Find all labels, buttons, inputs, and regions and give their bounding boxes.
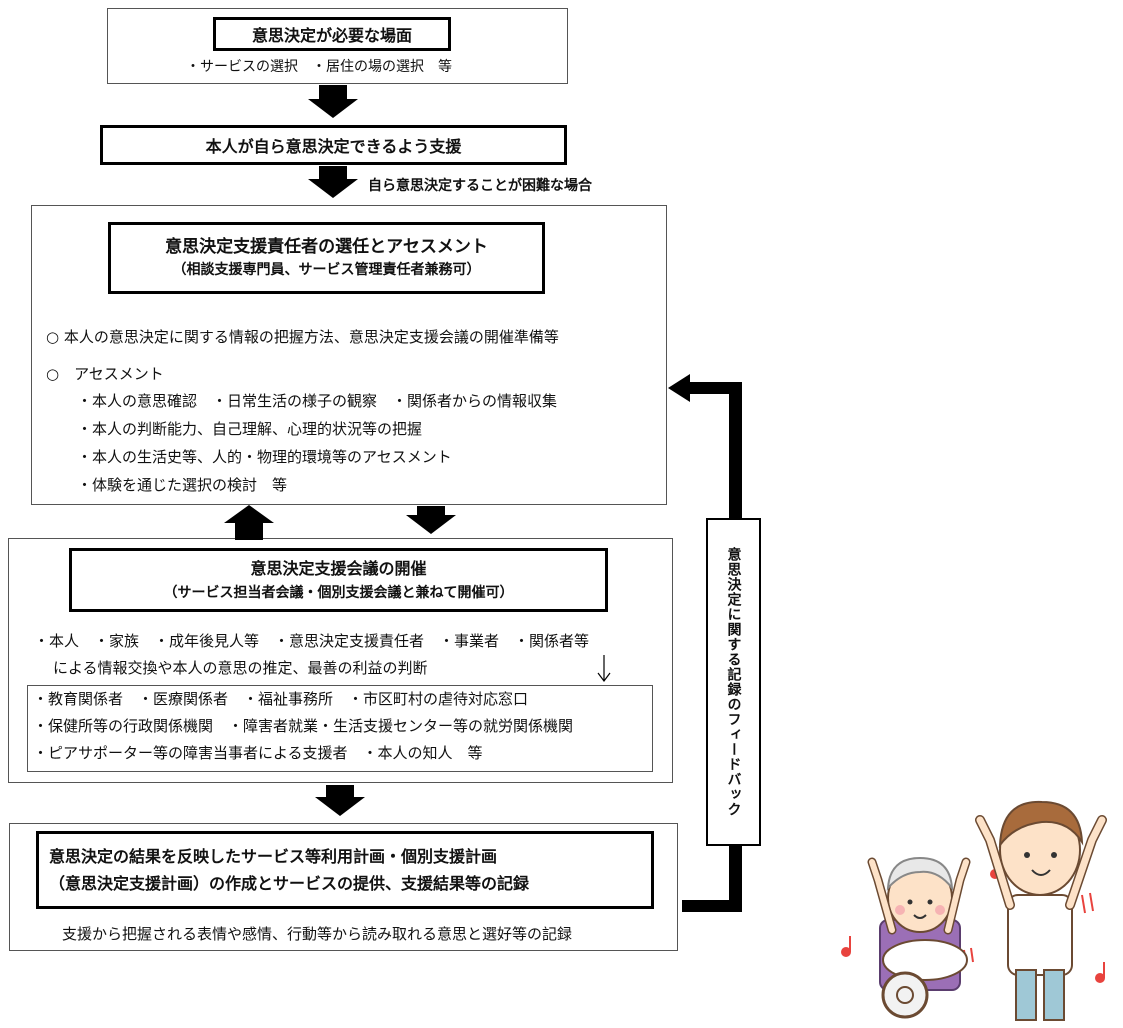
feedback-arrowhead [668, 374, 690, 402]
step3-subtitle: （相談支援専門員、サービス管理責任者兼務可） [172, 262, 481, 279]
step2-title: 本人が自ら意思決定できるよう支援 [205, 137, 462, 156]
feedback-line-bottom [682, 900, 742, 912]
elderly-person-figure [867, 856, 971, 1019]
caregiver-figure [975, 800, 1107, 1021]
step4-purpose: による情報交換や本人の意思の推定、最善の利益の判断 [53, 659, 428, 677]
step5-title-line1: 意思決定の結果を反映したサービス等利用計画・個別支援計画 [49, 846, 498, 866]
step3-item-2: ・本人の意思確認 ・日常生活の様子の観察 ・関係者からの情報収集 [77, 392, 558, 410]
step4-title-box: 意思決定支援会議の開催 （サービス担当者会議・個別支援会議と兼ねて開催可） [69, 548, 608, 612]
step5-title-line2: （意思決定支援計画）の作成とサービスの提供、支援結果等の記録 [49, 874, 530, 893]
step2-title-box: 本人が自ら意思決定できるよう支援 [100, 125, 567, 165]
step1-detail: ・サービスの選択 ・居住の場の選択 等 [186, 59, 452, 75]
step1-title: 意思決定が必要な場面 [251, 26, 412, 45]
step3-item-5: ・体験を通じた選択の検討 等 [77, 476, 288, 494]
step3-item-3: ・本人の判断能力、自己理解、心理的状況等の把握 [77, 420, 423, 438]
step4-related-1: ・保健所等の行政関係機関 ・障害者就業・生活支援センター等の就労関係機関 [33, 717, 574, 735]
arrow-down-4 [315, 785, 365, 816]
feedback-label-box: 意思決定に関する記録のフィードバック [706, 518, 761, 846]
feedback-label: 意思決定に関する記録のフィードバック [725, 547, 742, 817]
step4-related-box [27, 685, 653, 772]
arrow-up-3 [224, 505, 274, 540]
step4-participants: ・本人 ・家族 ・成年後見人等 ・意思決定支援責任者 ・事業者 ・関係者等 [34, 632, 590, 650]
step4-related-0: ・教育関係者 ・医療関係者 ・福祉事務所 ・市区町村の虐待対応窓口 [33, 690, 529, 708]
step4-subtitle: （サービス担当者会議・個別支援会議と兼ねて開催可） [163, 584, 514, 601]
feedback-line-top [688, 382, 742, 394]
step4-title: 意思決定支援会議の開催 [250, 559, 427, 578]
step3-item-0: ○ 本人の意思決定に関する情報の把握方法、意思決定支援会議の開催準備等 [46, 328, 559, 346]
step4-related-2: ・ピアサポーター等の障害当事者による支援者 ・本人の知人 等 [33, 744, 483, 762]
step5-note: 支援から把握される表情や感情、行動等から読み取れる意思と選好等の記録 [62, 925, 573, 943]
feedback-line-vertical-upper [729, 382, 742, 519]
step1-title-box: 意思決定が必要な場面 [213, 17, 451, 51]
arrow-down-1 [308, 85, 358, 118]
step3-item-1: ○ アセスメント [46, 365, 164, 383]
arrow-down-2 [308, 166, 358, 198]
caregiver-illustration [841, 800, 1107, 1021]
step2-condition: 自ら意思決定することが困難な場合 [368, 178, 592, 194]
step3-title: 意思決定支援責任者の選任とアセスメント [165, 236, 488, 257]
feedback-line-vertical-lower [729, 846, 742, 912]
step3-item-4: ・本人の生活史等、人的・物理的環境等のアセスメント [77, 448, 452, 466]
step3-title-box: 意思決定支援責任者の選任とアセスメント （相談支援専門員、サービス管理責任者兼務… [108, 222, 545, 294]
step5-title-box: 意思決定の結果を反映したサービス等利用計画・個別支援計画 （意思決定支援計画）の… [36, 831, 654, 909]
arrow-down-3 [406, 506, 456, 534]
